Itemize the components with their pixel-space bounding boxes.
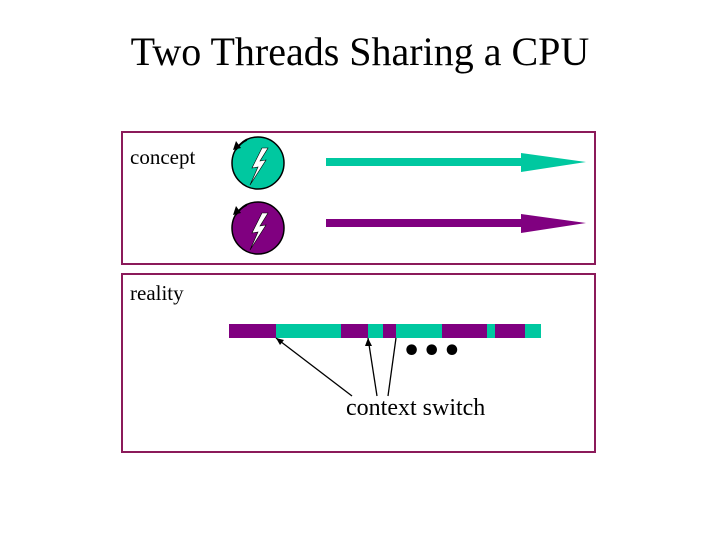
concept-panel: concept xyxy=(121,131,596,265)
slice-purple-2 xyxy=(341,324,368,338)
slice-purple-3 xyxy=(383,324,396,338)
slice-purple-5 xyxy=(495,324,525,338)
context-switch-pointers xyxy=(275,337,397,397)
slice-teal-1 xyxy=(276,324,341,338)
concept-label: concept xyxy=(130,145,196,169)
cpu-timeline-bar xyxy=(229,324,541,338)
ellipsis-more: ••• xyxy=(402,334,463,369)
slice-purple-4 xyxy=(442,324,487,338)
thread-purple-arrow xyxy=(326,214,586,233)
slice-teal-5 xyxy=(525,324,541,338)
slice-teal-4 xyxy=(487,324,495,338)
slice-teal-3 xyxy=(396,324,442,338)
thread-teal-icon xyxy=(231,136,285,190)
context-switch-label: context switch xyxy=(346,395,486,421)
slice-purple-1 xyxy=(229,324,276,338)
thread-teal-arrow xyxy=(326,153,586,172)
slide-title: Two Threads Sharing a CPU xyxy=(130,29,590,74)
reality-panel: reality xyxy=(121,273,596,453)
reality-label: reality xyxy=(130,281,184,305)
thread-purple-icon xyxy=(231,201,285,255)
slice-teal-2 xyxy=(368,324,383,338)
